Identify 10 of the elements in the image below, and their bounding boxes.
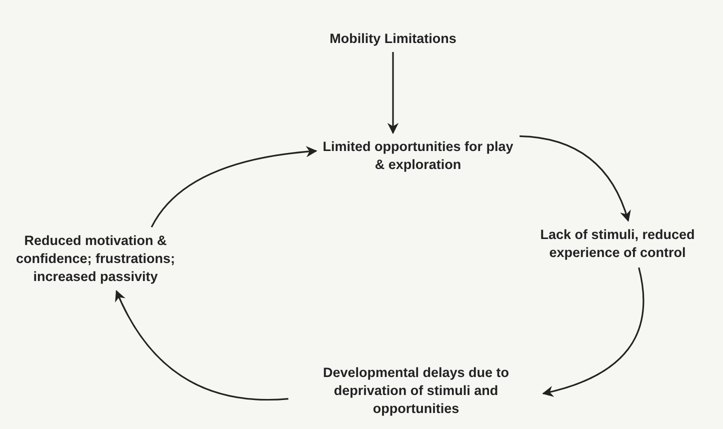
node-label: Developmental delays due to deprivation of stimuli and opportunities: [322, 364, 510, 418]
arrow: [387, 52, 399, 134]
arrow: [150, 146, 318, 228]
node-label: Reduced motivation & confidence; frustrations; increased passivity: [14, 232, 176, 286]
arrow: [542, 267, 644, 397]
arrow: [116, 290, 288, 400]
node-label: Limited opportunities for play & exploration: [322, 138, 514, 174]
arrow: [520, 135, 630, 222]
node-label: Lack of stimuli, reduced experience of control: [539, 226, 696, 262]
node-label: Mobility Limitations: [330, 30, 456, 48]
